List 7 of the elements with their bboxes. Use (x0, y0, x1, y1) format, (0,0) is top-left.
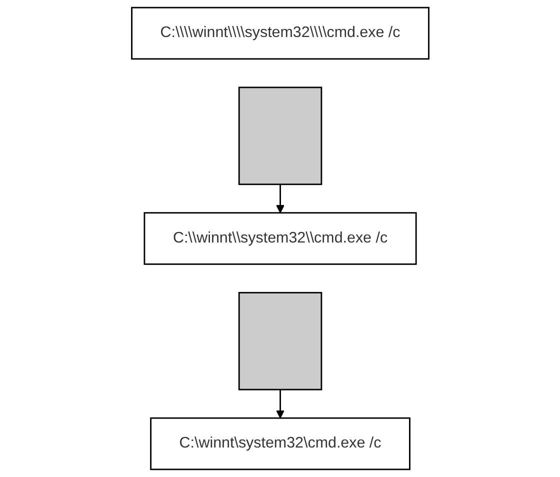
node-box: C:\\\\winnt\\\\system32\\\\cmd.exe /c (130, 6, 430, 60)
node-box (238, 86, 322, 186)
node-box: C:\winnt\system32\cmd.exe /c (150, 417, 410, 470)
arrow (276, 184, 284, 214)
node-box: C:\\winnt\\system32\\cmd.exe /c (143, 212, 417, 265)
node-box (238, 292, 322, 390)
arrow (276, 390, 284, 418)
